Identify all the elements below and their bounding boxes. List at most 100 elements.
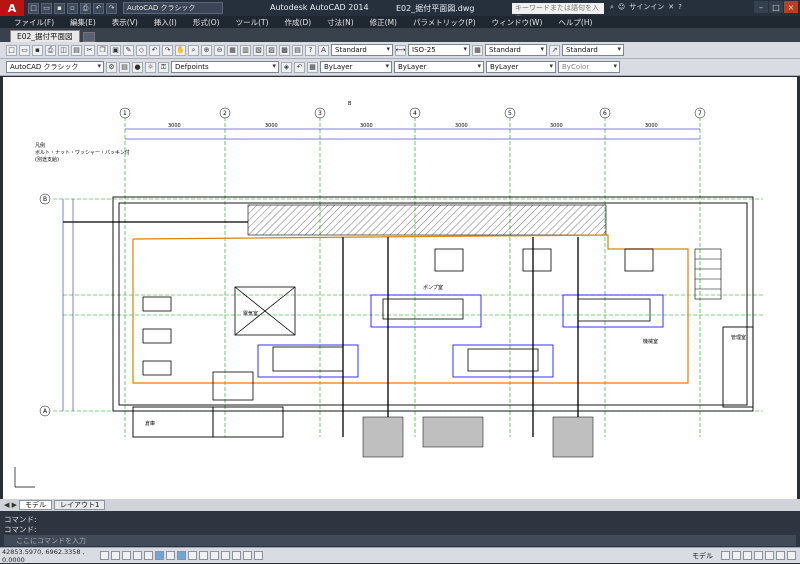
- isolate-objects-icon[interactable]: [776, 551, 785, 560]
- dim-style-select[interactable]: ISO-25: [408, 44, 470, 56]
- mleader-style-select[interactable]: Standard: [562, 44, 624, 56]
- pan-icon[interactable]: ✋: [175, 44, 186, 56]
- exchange-icon[interactable]: ✕: [668, 3, 675, 11]
- print-icon[interactable]: ⎙: [80, 2, 91, 14]
- new-file-icon[interactable]: □: [28, 2, 39, 14]
- block-editor-icon[interactable]: ◇: [136, 44, 147, 56]
- lock-icon[interactable]: [754, 551, 763, 560]
- close-icon[interactable]: ×: [784, 1, 798, 13]
- color-select[interactable]: ByLayer: [320, 61, 392, 73]
- new-tab-icon[interactable]: [82, 32, 95, 42]
- cut-icon[interactable]: ✂: [84, 44, 95, 56]
- workspace-select[interactable]: AutoCAD クラシック: [6, 61, 104, 73]
- menu-file[interactable]: ファイル(F): [14, 17, 55, 27]
- zoom-window-icon[interactable]: ⊕: [201, 44, 212, 56]
- copy-icon[interactable]: ❐: [97, 44, 108, 56]
- mleader-style-icon[interactable]: ↗: [549, 44, 560, 56]
- osnap-toggle[interactable]: [155, 551, 164, 560]
- maximize-icon[interactable]: □: [769, 1, 783, 13]
- undo-icon[interactable]: ↶: [93, 2, 104, 14]
- ducs-toggle[interactable]: [188, 551, 197, 560]
- lineweight-select[interactable]: ByLayer: [486, 61, 556, 73]
- zoom-realtime-icon[interactable]: ⌕: [188, 44, 199, 56]
- menu-edit[interactable]: 編集(E): [70, 17, 96, 27]
- polar-toggle[interactable]: [144, 551, 153, 560]
- menu-window[interactable]: ウィンドウ(W): [491, 17, 543, 27]
- menu-tools[interactable]: ツール(T): [235, 17, 269, 27]
- lwt-toggle[interactable]: [210, 551, 219, 560]
- publish-icon[interactable]: ▤: [71, 44, 82, 56]
- match-properties-icon[interactable]: ✎: [123, 44, 134, 56]
- workspace-selector[interactable]: AutoCAD クラシック: [123, 2, 223, 14]
- open-file-icon[interactable]: ▭: [41, 2, 52, 14]
- save-as-icon[interactable]: ▫: [67, 2, 78, 14]
- new-icon[interactable]: □: [6, 44, 17, 56]
- snap-toggle[interactable]: [111, 551, 120, 560]
- hardware-acceleration-icon[interactable]: [765, 551, 774, 560]
- tab-model[interactable]: モデル: [19, 500, 52, 510]
- qp-toggle[interactable]: [232, 551, 241, 560]
- dim-style-icon[interactable]: ⟷: [395, 44, 406, 56]
- sheet-set-icon[interactable]: ▨: [266, 44, 277, 56]
- plot-icon[interactable]: ⎙: [45, 44, 56, 56]
- minimize-icon[interactable]: –: [754, 1, 768, 13]
- layer-state-icon[interactable]: ▦: [307, 61, 318, 73]
- model-space-button[interactable]: モデル: [692, 551, 713, 560]
- open-icon[interactable]: ▭: [19, 44, 30, 56]
- 3d-osnap-toggle[interactable]: [166, 551, 175, 560]
- design-center-icon[interactable]: ▥: [240, 44, 251, 56]
- table-style-icon[interactable]: ▦: [472, 44, 483, 56]
- dyn-toggle[interactable]: [199, 551, 208, 560]
- make-current-icon[interactable]: ◈: [281, 61, 292, 73]
- text-style-icon[interactable]: A: [318, 44, 329, 56]
- zoom-previous-icon[interactable]: ⊖: [214, 44, 225, 56]
- properties-icon[interactable]: ▦: [227, 44, 238, 56]
- text-style-select[interactable]: Standard: [331, 44, 393, 56]
- sc-toggle[interactable]: [243, 551, 252, 560]
- layer-properties-icon[interactable]: ▤: [119, 61, 130, 73]
- document-tab[interactable]: E02_据付平面図: [10, 30, 80, 42]
- preview-icon[interactable]: ◫: [58, 44, 69, 56]
- command-input[interactable]: ここにコマンドを入力: [4, 535, 796, 546]
- plotstyle-select[interactable]: ByColor: [558, 61, 620, 73]
- tab-layout1[interactable]: レイアウト1: [54, 500, 106, 510]
- lock-icon[interactable]: ⚿: [158, 61, 169, 73]
- calculator-icon[interactable]: ▤: [292, 44, 303, 56]
- ortho-toggle[interactable]: [133, 551, 142, 560]
- search-icon[interactable]: ⌕: [610, 2, 614, 11]
- layer-previous-icon[interactable]: ↶: [294, 61, 305, 73]
- menu-view[interactable]: 表示(V): [111, 17, 138, 27]
- search-input[interactable]: キーワードまたは語句を入力: [512, 3, 604, 22]
- help-icon[interactable]: ?: [678, 3, 682, 11]
- bulb-icon[interactable]: ●: [132, 61, 143, 73]
- menu-help[interactable]: ヘルプ(H): [558, 17, 593, 27]
- workspace-settings-icon[interactable]: ⚙: [106, 61, 117, 73]
- sun-icon[interactable]: ☼: [145, 61, 156, 73]
- grid-toggle[interactable]: [122, 551, 131, 560]
- paste-icon[interactable]: ▣: [110, 44, 121, 56]
- am-toggle[interactable]: [254, 551, 263, 560]
- layout-icon[interactable]: [721, 551, 730, 560]
- menu-insert[interactable]: 挿入(I): [153, 17, 177, 27]
- linetype-select[interactable]: ByLayer: [394, 61, 484, 73]
- floor-plan-drawing[interactable]: 3000 3000 3000 3000 3000 3000 凡例 ボルト・ナット…: [3, 77, 797, 499]
- menu-parametric[interactable]: パラメトリック(P): [412, 17, 476, 27]
- redo-icon[interactable]: ↷: [162, 44, 173, 56]
- clean-screen-icon[interactable]: [787, 551, 796, 560]
- save-icon[interactable]: ▪: [32, 44, 43, 56]
- otrack-toggle[interactable]: [177, 551, 186, 560]
- menu-modify[interactable]: 修正(M): [369, 17, 397, 27]
- menu-dimension[interactable]: 寸法(N): [327, 17, 354, 27]
- markup-icon[interactable]: ▩: [279, 44, 290, 56]
- workspace-switch-icon[interactable]: [743, 551, 752, 560]
- layer-select[interactable]: Defpoints: [171, 61, 279, 73]
- infer-constraints-toggle[interactable]: [100, 551, 109, 560]
- tab-nav-icon[interactable]: ◀ ▶: [4, 501, 17, 509]
- menu-draw[interactable]: 作成(D): [284, 17, 312, 27]
- autocad-logo-icon[interactable]: A: [0, 0, 24, 16]
- user-icon[interactable]: ☺: [617, 3, 626, 11]
- drawing-canvas[interactable]: 3000 3000 3000 3000 3000 3000 凡例 ボルト・ナット…: [3, 77, 797, 499]
- help-icon[interactable]: ?: [305, 44, 316, 56]
- table-style-select[interactable]: Standard: [485, 44, 547, 56]
- tool-palettes-icon[interactable]: ▧: [253, 44, 264, 56]
